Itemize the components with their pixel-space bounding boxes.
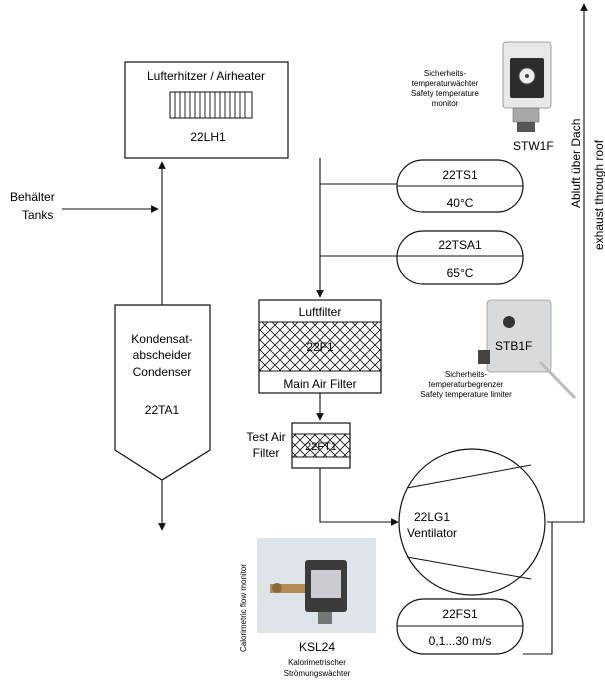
exhaust-label-en: exhaust through roof (592, 139, 605, 250)
inlet-label-de: Behälter (10, 190, 55, 204)
ksl24-tag: KSL24 (299, 640, 335, 654)
stb1f-tag: STB1F (495, 339, 532, 353)
ksl24-caption-2: Strömungswächter (284, 669, 351, 678)
condenser-label-1: Kondensat- (131, 332, 192, 346)
stb1f-caption-1: Sicherheits- (445, 370, 488, 379)
main-filter-top-label: Luftfilter (299, 305, 342, 319)
temperature-switch-22ts1: 22TS1 40°C (396, 159, 524, 213)
stw1f-caption-2: temperaturwächter (412, 79, 479, 88)
to-fan-arrow (319, 468, 399, 526)
test-filter-label-2: Filter (253, 446, 280, 460)
test-air-filter: 22FT1 Test Air Filter (246, 422, 351, 469)
stw1f-tag: STW1F (513, 139, 554, 153)
stw1f-caption-3: Safety temperature (411, 89, 480, 98)
tsa1-tag: 22TSA1 (438, 238, 482, 252)
heater-grille (169, 91, 253, 119)
ts1-value: 40°C (447, 196, 474, 210)
ksl24-caption-1: Kalorimetrischer (288, 658, 346, 667)
flow-switch-tap-line (523, 522, 553, 655)
temperature-switch-22tsa1: 22TSA1 65°C (396, 230, 524, 285)
ksl24-device-photo (257, 538, 376, 633)
stw1f-caption-4: monitor (432, 99, 459, 108)
condenser: Kondensat- abscheider Condenser 22TA1 (114, 304, 211, 481)
fan-name: Ventilator (407, 526, 457, 540)
ts1-tag: 22TS1 (442, 168, 478, 182)
main-air-filter: Luftfilter 22F1 Main Air Filter (258, 299, 382, 394)
condenser-tag: 22TA1 (145, 403, 180, 417)
stw1f-device-photo (502, 41, 552, 132)
ksl24-vertical-caption: Calorimetric flow monitor (239, 564, 248, 652)
stb1f-device-photo (478, 299, 577, 400)
airheater-title: Lufterhitzer / Airheater (147, 69, 265, 83)
condenser-label-3: Condenser (133, 365, 192, 379)
test-filter-label-1: Test Air (246, 430, 285, 444)
exhaust-label-de: Abluft über Dach (569, 119, 583, 208)
flow-switch-22fs1: 22FS1 0,1...30 m/s (396, 598, 524, 655)
main-filter-tag: 22F1 (306, 340, 334, 354)
airheater: Lufterhitzer / Airheater 22LH1 (124, 61, 289, 159)
fs1-tag: 22FS1 (442, 607, 478, 621)
fan-22lg1: 22LG1 Ventilator (398, 448, 546, 596)
stb1f-caption-2: temperaturbegrenzer (429, 380, 504, 389)
flow-lines (62, 3, 588, 655)
exhaust-arrow (547, 3, 588, 523)
fs1-value: 0,1...30 m/s (429, 634, 492, 648)
airheater-tag: 22LH1 (190, 130, 226, 144)
main-filter-bottom-label: Main Air Filter (283, 377, 356, 391)
condenser-label-2: abscheider (133, 348, 192, 362)
fan-tag: 22LG1 (414, 510, 450, 524)
inlet-label-en: Tanks (22, 208, 53, 222)
test-filter-tag: 22FT1 (305, 441, 337, 453)
stw1f-caption-1: Sicherheits- (424, 69, 467, 78)
tsa1-value: 65°C (447, 266, 474, 280)
stb1f-caption-3: Safety temperature limiter (420, 390, 512, 399)
